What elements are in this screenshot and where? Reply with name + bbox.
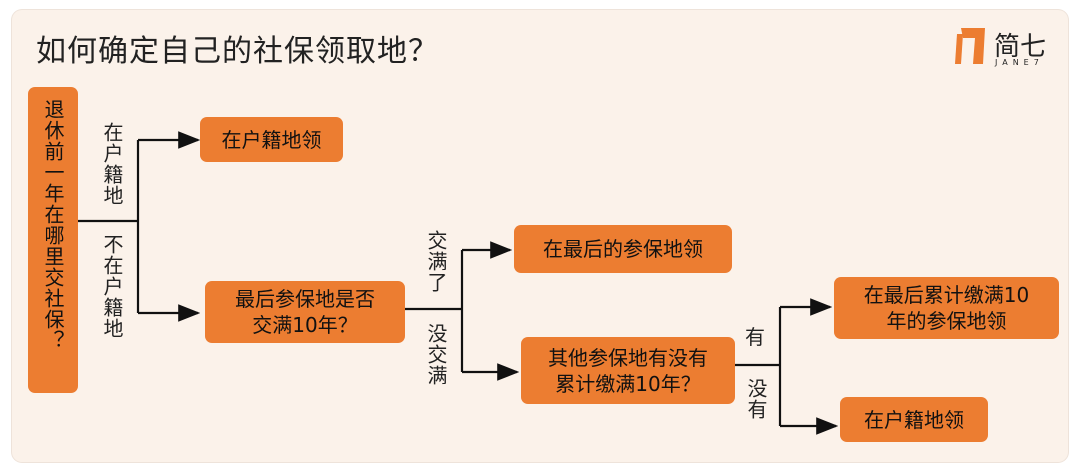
node-n4-line2: 累计缴满10年？ <box>555 371 701 396</box>
edge-label-not-in-huji: 不在户籍地 <box>100 234 124 339</box>
node-n5-line1: 在最后累计缴满10 <box>863 283 1030 307</box>
node-huji-ling-1-text: 在户籍地领 <box>221 127 322 152</box>
node-huji-ling-2-text: 在户籍地领 <box>864 407 964 432</box>
diagram-title: 如何确定自己的社保领取地？ <box>36 34 439 69</box>
node-huji-ling-2: 在户籍地领 <box>840 397 988 442</box>
logo-text: 简七 <box>994 32 1047 62</box>
jane7-logo-icon <box>955 28 985 64</box>
node-n2-line1: 最后参保地是否 <box>235 287 375 311</box>
node-last-insured-ling: 在最后的参保地领 <box>514 225 732 273</box>
edge-label-in-huji: 在户籍地 <box>100 122 124 206</box>
node-n2-line2: 交满10年？ <box>252 313 358 337</box>
edge-label-no: 没有 <box>744 378 768 420</box>
root-question-node: 退休前一年在哪里交社保？ <box>28 87 78 393</box>
node-other-insured-10y-question: 其他参保地有没有 累计缴满10年？ <box>521 337 735 404</box>
node-last-insured-ling-text: 在最后的参保地领 <box>543 237 703 261</box>
edge-label-paid-full: 交满了 <box>424 230 448 293</box>
node-huji-ling-1: 在户籍地领 <box>200 117 343 162</box>
node-n4-line1: 其他参保地有没有 <box>548 345 708 370</box>
root-question-text: 退休前一年在哪里交社保？ <box>41 99 65 351</box>
node-cumulative-10y-ling: 在最后累计缴满10 年的参保地领 <box>834 277 1059 339</box>
edge-label-not-paid-full: 没交满 <box>424 323 448 386</box>
node-last-insured-10y-question: 最后参保地是否 交满10年？ <box>205 281 405 343</box>
edge-label-yes: 有 <box>745 325 765 349</box>
node-n5-line2: 年的参保地领 <box>886 309 1007 333</box>
logo-subtext: JANE7 <box>995 58 1044 67</box>
